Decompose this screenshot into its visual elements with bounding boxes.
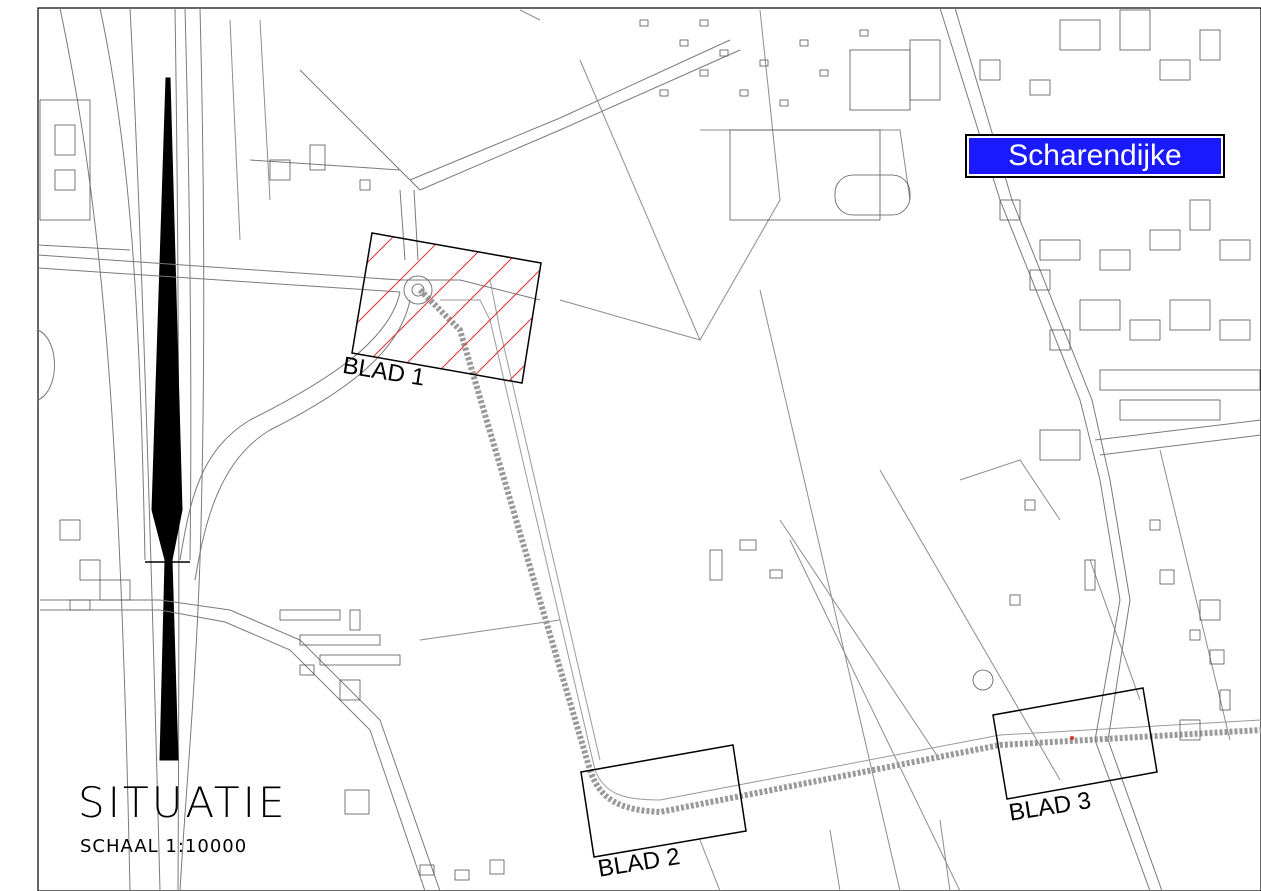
blad-1-frame xyxy=(351,232,542,384)
highway-markers xyxy=(145,77,190,761)
main-roads xyxy=(37,39,741,891)
new-road xyxy=(417,279,1261,816)
blad-2-frame xyxy=(580,744,747,858)
map-scale: SCHAAL 1:10000 xyxy=(80,836,248,857)
map-title: SITUATIE xyxy=(78,778,288,827)
red-marker-icon xyxy=(1070,736,1074,740)
town-label-scharendijke: Scharendijke xyxy=(965,134,1225,178)
roundabout xyxy=(403,275,433,305)
blad-3-frame xyxy=(992,687,1158,800)
map-border xyxy=(37,7,1261,891)
buildings xyxy=(39,9,1261,881)
highway xyxy=(37,7,205,891)
